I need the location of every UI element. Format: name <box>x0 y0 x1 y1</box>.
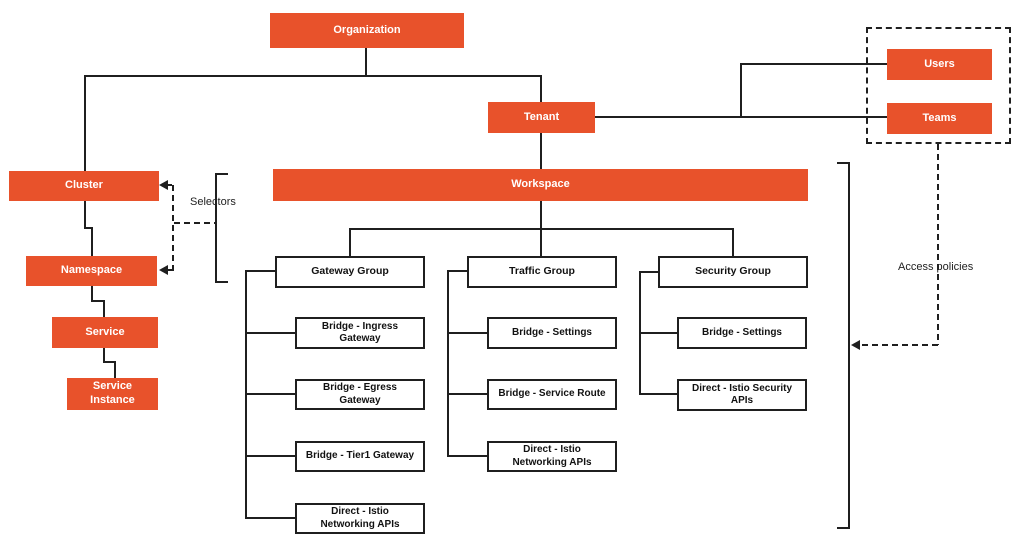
access-policies-label: Access policies <box>898 261 974 273</box>
connector-line <box>84 201 86 229</box>
arrow-left-icon <box>851 340 860 350</box>
connector-line <box>91 286 93 302</box>
users-teams-dashed-box <box>866 27 1011 144</box>
connector-line <box>540 75 542 103</box>
connector-line <box>639 393 677 395</box>
node-security-group: Security Group <box>658 256 808 288</box>
access-policies-bracket <box>837 162 850 164</box>
connector-line <box>245 393 295 395</box>
node-bridge-settings: Bridge - Settings <box>487 317 617 349</box>
node-workspace: Workspace <box>273 169 808 201</box>
selectors-bracket <box>215 281 228 283</box>
access-policies-dashed-line <box>937 144 939 345</box>
node-organization: Organization <box>270 13 464 48</box>
node-direct-istio-networking-apis: Direct - Istio Networking APIs <box>295 503 425 534</box>
connector-line <box>245 517 295 519</box>
connector-line <box>447 270 467 272</box>
selectors-bracket <box>215 173 228 175</box>
node-teams: Teams <box>887 103 992 134</box>
arrow-left-icon <box>159 265 168 275</box>
connector-line <box>639 271 658 273</box>
node-namespace: Namespace <box>26 256 157 286</box>
connector-line <box>245 455 295 457</box>
connector-line <box>740 63 742 118</box>
connector-line <box>365 48 367 76</box>
connector-line <box>91 300 105 302</box>
connector-line <box>447 455 487 457</box>
connector-line <box>350 228 734 230</box>
connector-line <box>91 227 93 256</box>
access-policies-bracket <box>848 162 850 529</box>
node-direct-istio-security-apis: Direct - Istio Security APIs <box>677 379 807 411</box>
selectors-label: Selectors <box>190 196 236 208</box>
node-tenant: Tenant <box>488 102 595 133</box>
connector-line <box>103 361 116 363</box>
node-traffic-group: Traffic Group <box>467 256 617 288</box>
node-bridge-egress-gateway: Bridge - Egress Gateway <box>295 379 425 410</box>
connector-line <box>540 133 542 169</box>
connector-line <box>639 332 677 334</box>
node-service: Service <box>52 317 158 348</box>
node-service-instance: Service Instance <box>67 378 158 410</box>
connector-line <box>447 393 487 395</box>
connector-line <box>740 63 887 65</box>
node-bridge-tier1-gateway: Bridge - Tier1 Gateway <box>295 441 425 472</box>
connector-line <box>84 75 86 171</box>
node-bridge-service-route: Bridge - Service Route <box>487 379 617 410</box>
node-direct-istio-networking-apis: Direct - Istio Networking APIs <box>487 441 617 472</box>
node-bridge-settings: Bridge - Settings <box>677 317 807 349</box>
node-gateway-group: Gateway Group <box>275 256 425 288</box>
connector-line <box>84 227 93 229</box>
selectors-dashed-line <box>166 184 174 186</box>
selectors-dashed-line <box>174 222 215 224</box>
connector-line <box>349 228 351 256</box>
connector-line <box>103 348 105 363</box>
connector-line <box>114 361 116 379</box>
access-policies-bracket <box>837 527 850 529</box>
node-cluster: Cluster <box>9 171 159 201</box>
selectors-dashed-line <box>172 185 174 271</box>
selectors-bracket <box>215 173 217 283</box>
connector-line <box>103 300 105 317</box>
node-bridge-ingress-gateway: Bridge - Ingress Gateway <box>295 317 425 349</box>
access-policies-dashed-line <box>862 344 938 346</box>
connector-line <box>245 332 295 334</box>
connector-line <box>447 270 449 457</box>
connector-line <box>245 270 275 272</box>
arrow-left-icon <box>159 180 168 190</box>
selectors-dashed-line <box>166 269 174 271</box>
connector-line <box>84 75 542 77</box>
connector-line <box>732 228 734 256</box>
node-users: Users <box>887 49 992 80</box>
connector-line <box>447 332 487 334</box>
